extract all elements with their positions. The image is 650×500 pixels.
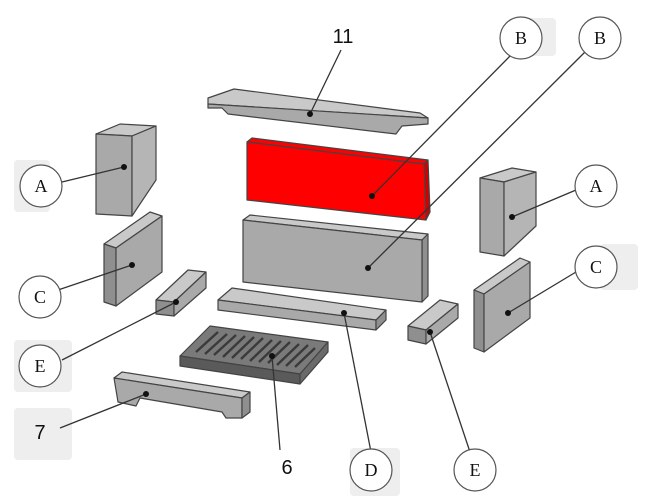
dot-7: [143, 391, 149, 397]
dot-b-top: [369, 193, 375, 199]
callout-bubble-a-right: [574, 164, 618, 208]
baffle-top-face: [207, 88, 429, 119]
lower-back-side: [421, 233, 429, 303]
label-7: 7: [34, 422, 45, 444]
leader-c-right: [507, 271, 577, 314]
leader-7: [59, 393, 147, 429]
red-brick-front: [246, 141, 427, 221]
label-a-left: A: [35, 176, 48, 196]
lower-back-front: [242, 219, 423, 303]
label-6: 6: [281, 457, 292, 479]
leader-e-right: [429, 331, 471, 453]
leader-a-left: [61, 166, 125, 183]
baffle-front-face: [207, 103, 429, 135]
label-d: D: [365, 460, 378, 480]
leader-c-left: [57, 264, 133, 291]
dot-6: [269, 353, 275, 359]
e-right-side: [425, 303, 459, 345]
dot-a-right: [509, 214, 515, 220]
label-e-right: E: [470, 460, 481, 480]
dot-c-right: [505, 310, 511, 316]
leader-d: [343, 312, 372, 453]
label-11: 11: [333, 26, 354, 48]
dot-11: [307, 111, 313, 117]
c-right-front: [473, 289, 485, 353]
c-left-front: [103, 243, 117, 307]
callout-bubble-c-right: [574, 245, 618, 289]
fender-side: [241, 391, 251, 419]
dot-e-left: [173, 299, 179, 305]
callout-bubble-b-right: [578, 16, 622, 60]
grate-side-rim: [299, 341, 329, 385]
part-c-left-side-brick: [103, 211, 163, 307]
callout-bubble-a-left: [19, 164, 63, 208]
label-backdrop-7: [14, 408, 72, 460]
leader-b-top: [371, 55, 511, 197]
dot-a-left: [121, 164, 127, 170]
dot-c-left: [129, 262, 135, 268]
part-c-right-side-brick: [473, 257, 531, 353]
part-b-back-brick-highlighted: [246, 137, 431, 221]
c-left-side: [115, 215, 163, 307]
callout-bubble-e-right: [453, 448, 497, 492]
label-b-top: B: [515, 28, 527, 48]
part-6-grate: [179, 325, 329, 385]
e-left-side: [173, 271, 207, 317]
callout-bubble-d: [349, 448, 393, 492]
callout-bubble-c-left: [18, 275, 62, 319]
callout-bubble-b-top: [499, 16, 543, 60]
leader-6: [271, 355, 281, 451]
part-e-left-small-block: [155, 269, 207, 317]
leader-a-right: [511, 189, 577, 218]
dot-e-right: [427, 329, 433, 335]
label-b-right: B: [594, 28, 606, 48]
grate-bars: [195, 331, 316, 368]
leader-11: [309, 49, 342, 115]
part-b-lower-back-brick: [242, 214, 429, 303]
dot-b-right: [365, 265, 371, 271]
leader-b-right: [367, 51, 586, 269]
a-left-side: [131, 125, 157, 217]
d-side: [375, 309, 387, 331]
dot-d: [341, 310, 347, 316]
c-right-side: [483, 261, 531, 353]
leader-dots: [121, 111, 515, 397]
part-11-baffle-plate: [207, 88, 429, 135]
callout-bubble-e-left: [18, 344, 62, 388]
label-e-left: E: [35, 356, 46, 376]
a-right-front: [479, 177, 505, 257]
leader-e-left: [61, 301, 177, 361]
part-e-right-small-block: [407, 299, 459, 345]
part-a-left-side-brick: [95, 123, 157, 217]
label-a-right: A: [590, 176, 603, 196]
part-7-front-fender: [113, 371, 251, 419]
part-a-right-side-brick: [479, 167, 537, 257]
a-left-front: [95, 133, 133, 217]
leader-lines: [57, 49, 586, 453]
label-c-right: C: [590, 257, 602, 277]
label-c-left: C: [34, 287, 46, 307]
